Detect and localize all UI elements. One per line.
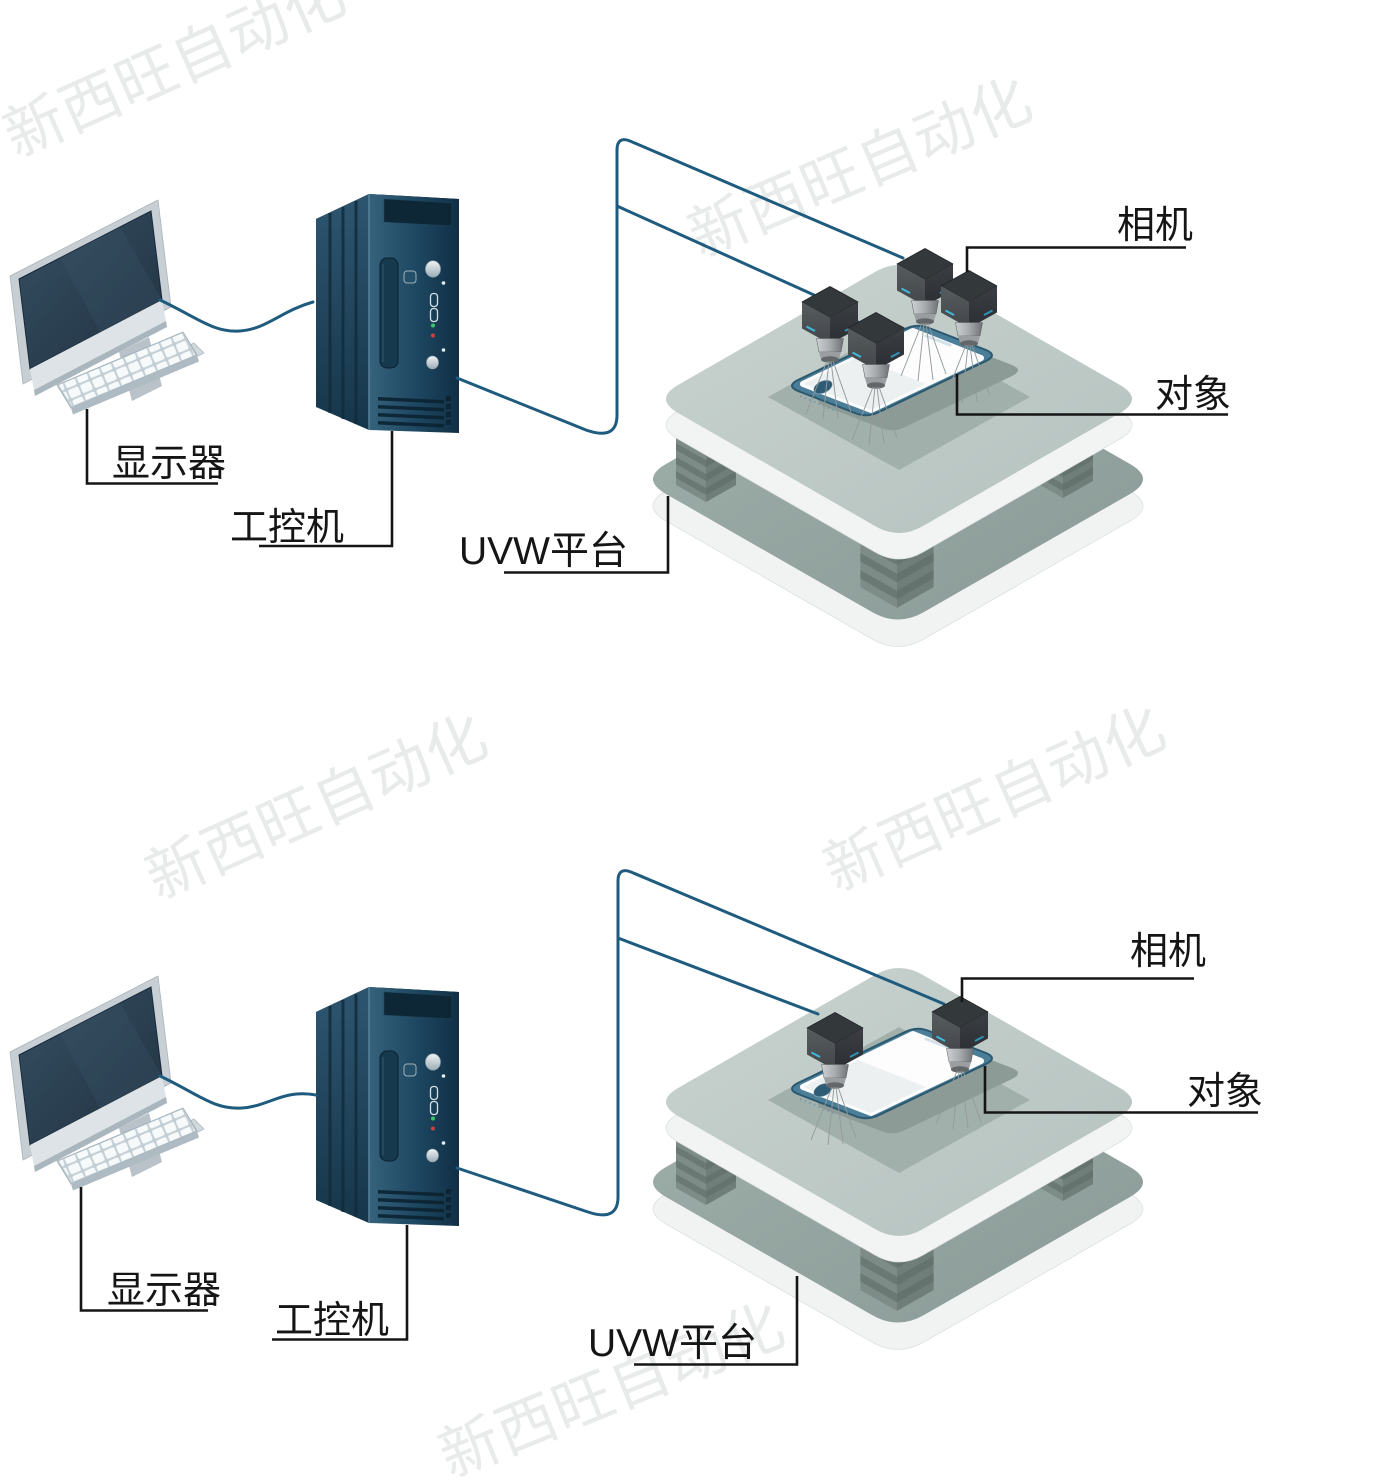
cable-pc-to-rear-cameras-1: [455, 138, 905, 435]
uvw-platform-1: [653, 265, 1143, 647]
callouts-1: 显示器 工控机 UVW平台 相机 对象: [85, 205, 1231, 574]
watermark-mid-left: 新西旺自动化: [136, 702, 498, 912]
cable-branch-to-left-cameras-1: [615, 204, 816, 297]
label-ipc-2: 工控机: [275, 1300, 389, 1342]
cable-pc-to-right-camera-2: [455, 869, 946, 1217]
leader-object-1: [955, 374, 1228, 416]
cable-monitor-to-pc-1: [158, 298, 315, 333]
label-monitor-2: 显示器: [107, 1270, 221, 1312]
watermark-top-left: 新西旺自动化: [0, 0, 356, 170]
scene-top-four-camera: 显示器 工控机 UVW平台 相机 对象: [9, 138, 1231, 647]
label-monitor-1: 显示器: [112, 443, 226, 485]
watermark-bottom: 新西旺自动化: [430, 1291, 794, 1484]
leader-monitor-1: [85, 409, 218, 485]
industrial-pc-1: [314, 192, 461, 435]
callouts-2: 显示器 工控机 UVW平台 相机 对象: [79, 931, 1263, 1366]
leader-platform-1: [504, 496, 670, 574]
label-object-1: 对象: [1155, 374, 1231, 416]
scene-bottom-two-camera: 显示器 工控机 UVW平台 相机 对象: [9, 869, 1263, 1366]
cable-branch-to-left-camera-2: [616, 936, 820, 1016]
leader-ipc-1: [259, 431, 394, 548]
label-ipc-1: 工控机: [230, 507, 344, 549]
label-platform-1: UVW平台: [459, 530, 628, 573]
leader-ipc-2: [272, 1225, 409, 1341]
leader-object-2: [983, 1066, 1258, 1114]
watermark-mid-right: 新西旺自动化: [814, 694, 1176, 904]
leader-monitor-2: [79, 1187, 208, 1312]
label-camera-1: 相机: [1117, 205, 1193, 247]
leader-camera-2: [960, 977, 1194, 1002]
label-object-2: 对象: [1187, 1071, 1263, 1113]
label-platform-2: UVW平台: [588, 1322, 757, 1365]
industrial-pc-2: [314, 985, 461, 1228]
cables-2: [158, 869, 946, 1217]
label-camera-2: 相机: [1130, 931, 1206, 973]
cable-monitor-to-pc-2: [158, 1074, 318, 1110]
leader-platform-2: [634, 1276, 799, 1366]
uvw-platform-2: [653, 968, 1143, 1350]
leader-camera-1: [965, 246, 1186, 272]
